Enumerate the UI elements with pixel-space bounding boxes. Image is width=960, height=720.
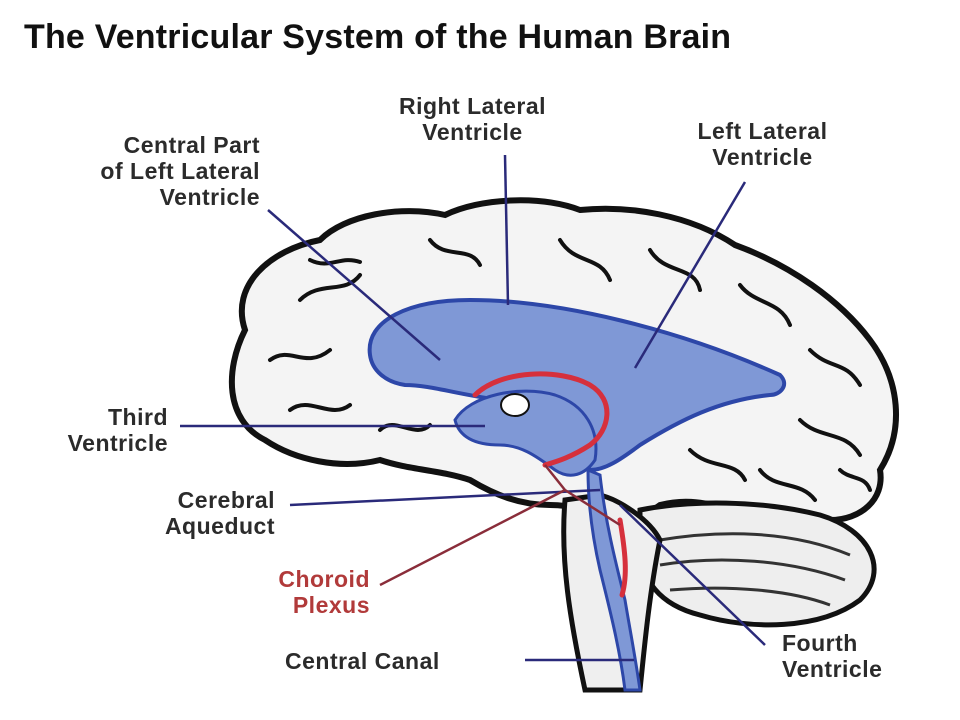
label-third-ventricle: Third Ventricle <box>67 404 168 456</box>
label-fourth-ventricle: Fourth Ventricle <box>782 630 883 682</box>
label-central-canal: Central Canal <box>285 648 440 674</box>
leader-lines <box>180 154 766 662</box>
lateral-ventricle <box>367 297 787 473</box>
cerebellum-outline <box>637 500 877 628</box>
label-cerebral-aqueduct: Cerebral Aqueduct <box>164 487 275 539</box>
label-right-lateral-ventricle: Right Lateral Ventricle <box>398 93 547 145</box>
aqueduct-channel <box>586 467 642 692</box>
gyri-lines <box>268 238 872 502</box>
choroid-plexus-fourth <box>617 517 628 598</box>
choroid-leader-lines <box>379 464 621 587</box>
third-ventricle <box>453 389 598 477</box>
diagram-title: The Ventricular System of the Human Brai… <box>24 18 732 56</box>
interthalamic-adhesion <box>500 393 530 417</box>
label-left-lateral-ventricle: Left Lateral Ventricle <box>697 118 828 170</box>
label-central-part-left-lateral: Central Part of Left Lateral Ventricle <box>100 132 260 210</box>
cerebellum-folds <box>659 532 851 607</box>
choroid-plexus-strand <box>472 371 610 468</box>
label-choroid-plexus: Choroid Plexus <box>278 566 370 618</box>
